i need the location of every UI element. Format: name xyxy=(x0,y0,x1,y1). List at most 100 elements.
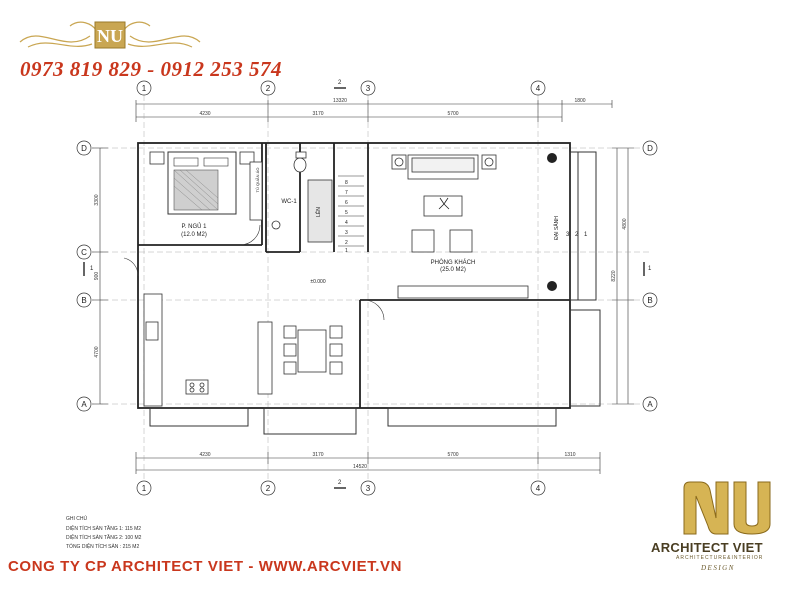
grid-bubble-4-bottom xyxy=(530,480,546,496)
notes-line: DIỆN TÍCH SÀN TẦNG 1: 115 M2 xyxy=(66,524,141,532)
chair-icon xyxy=(329,361,343,375)
dim-bottom-total: 14520 xyxy=(353,464,367,470)
chair-icon xyxy=(329,343,343,357)
porch-step: 2 xyxy=(575,232,579,238)
dim-right-2: 8220 xyxy=(611,270,617,281)
wc-label: WC-1 xyxy=(281,199,297,205)
stair-step: 3 xyxy=(345,230,348,236)
bedroom-area: (12.0 M2) xyxy=(181,232,207,238)
level-label: ±0.000 xyxy=(310,279,325,285)
logo-text: NU xyxy=(97,26,123,46)
sink-icon xyxy=(145,321,159,341)
company-footer: CONG TY CP ARCHITECT VIET - WWW.ARCVIET.… xyxy=(8,558,403,575)
chair-icon xyxy=(283,343,297,357)
stair-label: LÊN xyxy=(314,207,322,217)
door-swing xyxy=(239,224,261,246)
dim-top-right: 1800 xyxy=(574,98,585,104)
dim-bottom-seg-1: 4230 xyxy=(199,452,210,458)
living-label: PHÒNG KHÁCH xyxy=(431,259,476,266)
wardrobe-label: TỦ QUẦN ÁO xyxy=(255,168,260,193)
grid-bubble-a-right xyxy=(642,396,658,412)
notes-line: DIỆN TÍCH SÀN TẦNG 2: 100 M2 xyxy=(66,533,142,541)
grid-label-b-left: B xyxy=(81,296,86,305)
nightstand-icon xyxy=(149,151,165,165)
logo-badge xyxy=(94,21,126,49)
brand-name: ARCHITECT VIET xyxy=(651,540,763,555)
stove-icon xyxy=(185,379,209,395)
grid-label-2-top: 2 xyxy=(266,84,271,93)
stair-numbers: 8 7 6 5 4 3 2 1 xyxy=(345,180,348,254)
dim-left-1: 3300 xyxy=(94,194,100,205)
grid-bubble-a-left xyxy=(76,396,92,412)
stair-step: 6 xyxy=(345,200,348,206)
door-swing xyxy=(363,299,385,321)
grid-bubble-b-right xyxy=(642,292,658,308)
porch-step: 3 xyxy=(566,232,570,238)
porch-label: ĐẠI SẢNH xyxy=(553,216,560,240)
island-counter xyxy=(257,321,273,395)
door-swing xyxy=(123,257,139,277)
grid-bubble-1-bottom xyxy=(136,480,152,496)
dim-top-total: 13320 xyxy=(333,98,347,104)
stair-step: 8 xyxy=(345,180,348,186)
living-furniture xyxy=(391,154,529,299)
porch-steps: 3 2 1 xyxy=(566,232,588,238)
grid-bubble-c-left xyxy=(76,244,92,260)
kitchen-dining xyxy=(143,293,343,407)
doors xyxy=(123,224,385,321)
wardrobe-icon xyxy=(249,161,263,221)
shower-area xyxy=(307,179,333,243)
coffee-table-icon xyxy=(423,195,463,217)
dim-right-1: 4800 xyxy=(622,218,628,229)
grid-label-b-right: B xyxy=(647,296,652,305)
section-marker-bottom: 2 xyxy=(338,480,342,486)
stair-step: 7 xyxy=(345,190,348,196)
brand-logo xyxy=(683,481,771,535)
sink-icon xyxy=(271,220,281,230)
plants xyxy=(547,153,557,291)
stair-step: 1 xyxy=(345,248,348,254)
dim-left-2: 900 xyxy=(94,272,100,281)
phone-numbers: 0973 819 829 - 0912 253 574 xyxy=(20,57,282,81)
dim-top-seg-1: 4230 xyxy=(199,111,210,117)
notes-title: GHI CHÚ xyxy=(66,515,88,522)
kitchen-counter xyxy=(143,293,163,407)
bedroom-furniture xyxy=(149,151,263,221)
company-logo-top: NU xyxy=(19,21,201,49)
grid-bubble-3-bottom xyxy=(360,480,376,496)
toilet-icon xyxy=(293,157,307,173)
bedroom-label: P. NGỦ 1 xyxy=(182,223,208,230)
dimension-texts: 13320 1800 4230 3170 5700 4230 3170 5700… xyxy=(94,98,628,470)
grid-bubble-b-left xyxy=(76,292,92,308)
notes-line: TỔNG DIỆN TÍCH SÀN : 215 M2 xyxy=(66,542,139,550)
grid-bubble-4-top xyxy=(530,80,546,96)
notes: GHI CHÚ DIỆN TÍCH SÀN TẦNG 1: 115 M2 DIỆ… xyxy=(66,515,142,550)
nightstand-icon xyxy=(239,151,255,165)
brand-design: DESIGN xyxy=(701,564,735,572)
grid-bubble-1-top xyxy=(136,80,152,96)
chair-icon xyxy=(329,325,343,339)
plant-icon xyxy=(547,153,557,163)
balconies xyxy=(149,407,557,435)
grid-bubble-d-left xyxy=(76,140,92,156)
grid-label-3-bottom: 3 xyxy=(366,484,371,493)
grid-bubble-2-top xyxy=(260,80,276,96)
dim-top-seg-2: 3170 xyxy=(312,111,323,117)
porch-step: 1 xyxy=(584,232,588,238)
wc-fixtures xyxy=(271,151,333,243)
armchair-icon xyxy=(411,229,435,253)
grid-labels: 1 2 3 4 1 2 3 4 D C B A D B A xyxy=(81,84,653,493)
tv-cabinet-icon xyxy=(397,285,529,299)
grid-label-2-bottom: 2 xyxy=(266,484,271,493)
stair-step: 5 xyxy=(345,210,348,216)
grid-label-c-left: C xyxy=(81,248,87,257)
grid-bubbles xyxy=(76,80,658,496)
grid-label-4-top: 4 xyxy=(536,84,541,93)
grid-bubble-2-bottom xyxy=(260,480,276,496)
stair-step: 4 xyxy=(345,220,348,226)
ornament-icon xyxy=(19,21,201,48)
dim-left-3: 4700 xyxy=(94,346,100,357)
grid-label-a-right: A xyxy=(647,400,653,409)
grid-label-3-top: 3 xyxy=(366,84,371,93)
